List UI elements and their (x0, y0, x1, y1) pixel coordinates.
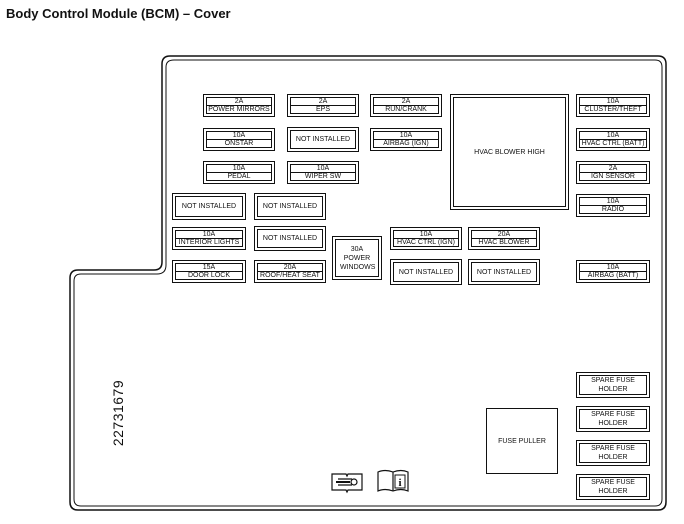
not-installed-label: NOT INSTALLED (393, 262, 459, 282)
fuse-pedal: 10A PEDAL (203, 161, 275, 184)
not-installed-label: NOT INSTALLED (471, 262, 537, 282)
spare-fuse-holder-label: SPARE FUSE HOLDER (579, 443, 647, 463)
fuse-label: HVAC BLOWER (471, 238, 537, 247)
fuse-hvac-ctrl-ign: 10A HVAC CTRL (IGN) (390, 227, 462, 250)
hvac-blower-high-relay: HVAC BLOWER HIGH (450, 94, 569, 210)
fuse-amperage: 10A (206, 164, 272, 172)
spare-fuse-holder: SPARE FUSE HOLDER (576, 474, 650, 500)
fuse-label: AIRBAG (IGN) (373, 139, 439, 148)
fuse-label: POWER MIRRORS (206, 105, 272, 114)
fuse-wiper-sw: 10A WIPER SW (287, 161, 359, 184)
svg-text:i: i (398, 477, 401, 489)
fuse-slot-not-installed: NOT INSTALLED (172, 193, 246, 220)
fuse-label: HVAC CTRL (IGN) (393, 238, 459, 247)
fuse-label: ROOF/HEAT SEAT (257, 271, 323, 280)
relay-label: HVAC BLOWER HIGH (453, 97, 566, 207)
fuse-power-windows: 30A POWER WINDOWS (332, 236, 382, 280)
not-installed-label: NOT INSTALLED (175, 196, 243, 217)
fuse-slot-not-installed: NOT INSTALLED (254, 226, 326, 251)
fuse-label: WIPER SW (290, 172, 356, 181)
fuse-amperage: 10A (290, 164, 356, 172)
fuse-airbag-batt: 10A AIRBAG (BATT) (576, 260, 650, 283)
fuse-slot-not-installed: NOT INSTALLED (390, 259, 462, 285)
fuse-onstar: 10A ONSTAR (203, 128, 275, 151)
fuse-amperage: 2A (206, 97, 272, 105)
info-manual-icon: i (377, 469, 409, 492)
fuse-amperage: 15A (175, 263, 243, 271)
fuse-cluster-theft: 10A CLUSTER/THEFT (576, 94, 650, 117)
fuse-amperage: 10A (579, 131, 647, 139)
fuse-amperage: 2A (373, 97, 439, 105)
spare-fuse-holder: SPARE FUSE HOLDER (576, 406, 650, 432)
fuse-puller: FUSE PULLER (486, 408, 558, 474)
wrench-manual-icon (331, 473, 363, 494)
fuse-amperage: 10A (206, 131, 272, 139)
fuse-label: HVAC CTRL (BATT) (579, 139, 647, 148)
fuse-label: IGN SENSOR (579, 172, 647, 181)
fuse-amperage: 10A (579, 97, 647, 105)
part-number: 22731679 (110, 379, 126, 447)
fuse-hvac-ctrl-batt: 10A HVAC CTRL (BATT) (576, 128, 650, 151)
fuse-amperage: 10A (579, 263, 647, 271)
fuse-label: AIRBAG (BATT) (579, 271, 647, 280)
spare-fuse-holder-label: SPARE FUSE HOLDER (579, 409, 647, 429)
fuse-amperage: 10A (393, 230, 459, 238)
fuse-roof-heat-seat: 20A ROOF/HEAT SEAT (254, 260, 326, 283)
not-installed-label: NOT INSTALLED (257, 229, 323, 248)
fuse-label: RADIO (579, 205, 647, 214)
fuse-amperage: 10A (579, 197, 647, 205)
fuse-slot-not-installed: NOT INSTALLED (287, 127, 359, 152)
fuse-label: INTERIOR LIGHTS (175, 238, 243, 247)
fuse-airbag-ign: 10A AIRBAG (IGN) (370, 128, 442, 151)
fuse-hvac-blower: 20A HVAC BLOWER (468, 227, 540, 250)
fuse-door-lock: 15A DOOR LOCK (172, 260, 246, 283)
fuse-label: POWER WINDOWS (340, 254, 376, 271)
fuse-amperage: 30A (350, 245, 364, 253)
fuse-amperage: 2A (290, 97, 356, 105)
spare-fuse-holder-label: SPARE FUSE HOLDER (579, 375, 647, 395)
fuse-label: CLUSTER/THEFT (579, 105, 647, 114)
fuse-interior-lights: 10A INTERIOR LIGHTS (172, 227, 246, 250)
fuse-puller-label: FUSE PULLER (498, 437, 546, 445)
spare-fuse-holder-label: SPARE FUSE HOLDER (579, 477, 647, 497)
not-installed-label: NOT INSTALLED (257, 196, 323, 217)
spare-fuse-holder: SPARE FUSE HOLDER (576, 372, 650, 398)
spare-fuse-holder: SPARE FUSE HOLDER (576, 440, 650, 466)
page-title: Body Control Module (BCM) – Cover (6, 6, 231, 21)
fuse-power-mirrors: 2A POWER MIRRORS (203, 94, 275, 117)
fuse-label: PEDAL (206, 172, 272, 181)
fuse-eps: 2A EPS (287, 94, 359, 117)
fuse-label: RUN/CRANK (373, 105, 439, 114)
not-installed-label: NOT INSTALLED (290, 130, 356, 149)
power-windows-label: 30A POWER WINDOWS (335, 239, 379, 277)
fuse-run-crank: 2A RUN/CRANK (370, 94, 442, 117)
fuse-amperage: 10A (175, 230, 243, 238)
fuse-label: DOOR LOCK (175, 271, 243, 280)
fuse-slot-not-installed: NOT INSTALLED (254, 193, 326, 220)
fuse-ign-sensor: 2A IGN SENSOR (576, 161, 650, 184)
fuse-amperage: 20A (257, 263, 323, 271)
fuse-amperage: 20A (471, 230, 537, 238)
fuse-amperage: 2A (579, 164, 647, 172)
fuse-amperage: 10A (373, 131, 439, 139)
fuse-label: EPS (290, 105, 356, 114)
fuse-label: ONSTAR (206, 139, 272, 148)
fuse-radio: 10A RADIO (576, 194, 650, 217)
fuse-slot-not-installed: NOT INSTALLED (468, 259, 540, 285)
